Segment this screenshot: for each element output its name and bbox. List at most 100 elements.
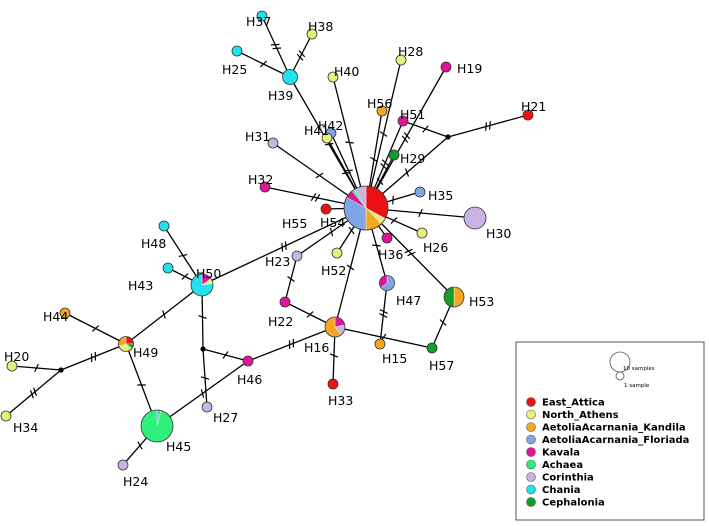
legend-items: East_AtticaNorth_AthensAetoliaAcarnania_… [526, 397, 689, 509]
haplotype-H44 [59, 307, 71, 319]
legend-swatch [526, 409, 536, 420]
legend-swatch [526, 459, 536, 470]
haplotype-H31 [267, 137, 279, 149]
mutation-tick [259, 60, 268, 68]
pie-slice [117, 459, 129, 471]
legend-swatch [526, 447, 536, 457]
mutation-tick [372, 244, 381, 247]
mutation-tick [379, 313, 388, 318]
haplotype-H38 [306, 28, 318, 40]
haplotype-H24 [117, 459, 129, 471]
haplotype-H28 [395, 54, 407, 66]
haplotype-label-H44: H44 [43, 309, 68, 324]
haplotype-H37 [256, 10, 268, 22]
mutation-tick [346, 264, 355, 271]
haplotype-label-H57: H57 [429, 358, 454, 373]
haplotype-label-H36: H36 [378, 247, 403, 262]
haplotype-label-H49: H49 [133, 345, 158, 360]
mutation-tick [200, 376, 210, 380]
legend-swatch [526, 484, 536, 495]
haplotype-H46 [242, 355, 254, 367]
haplotype-H40 [327, 71, 339, 83]
haplotype-label-H22: H22 [268, 314, 293, 329]
haplotype-label-H50: H50 [196, 266, 221, 281]
pie-slice [282, 69, 298, 85]
pie-slice [395, 54, 407, 66]
haplotype-label-H21: H21 [521, 99, 546, 114]
pie-slice [162, 262, 174, 274]
pie-slice [259, 181, 271, 193]
pie-slice [0, 410, 12, 422]
mutation-tick [392, 195, 394, 205]
haplotype-label-H51: H51 [400, 107, 425, 122]
haplotype-label-H20: H20 [4, 349, 29, 364]
pie-slice [267, 137, 279, 149]
haplotype-label-H26: H26 [423, 240, 448, 255]
mutation-tick [485, 122, 488, 131]
edge-H54-H19 [365, 66, 447, 209]
haplotype-label-H41: H41 [304, 123, 329, 138]
edge-H39-H38 [289, 33, 313, 78]
mutation-tick [284, 241, 287, 250]
mutation-tick [162, 310, 166, 319]
haplotype-label-H42: H42 [318, 118, 343, 133]
haplotype-H20 [6, 360, 18, 372]
haplotype-H15 [374, 338, 386, 350]
haplotype-H21 [522, 109, 534, 121]
pie-slice [374, 338, 386, 350]
haplotype-H55 [320, 203, 332, 215]
haplotype-label-H54: H54 [320, 215, 345, 230]
node-outline [118, 336, 134, 352]
legend-item: Achaea [526, 459, 583, 471]
haplotype-label-H25: H25 [222, 62, 247, 77]
mutation-tick [315, 172, 324, 179]
mutation-tick [376, 177, 384, 186]
haplotype-label-H19: H19 [457, 61, 482, 76]
haplotype-label-H29: H29 [400, 151, 425, 166]
legend-item: North_Athens [526, 409, 619, 421]
legend-swatch [526, 497, 536, 507]
haplotype-H41 [321, 132, 333, 144]
haplotype-H25 [231, 45, 243, 57]
mutation-tick [488, 121, 491, 130]
scale-small-label: 1 sample [624, 383, 650, 389]
mutation-tick [404, 248, 413, 254]
haplotype-H33 [327, 378, 339, 390]
haplotype-H39 [282, 69, 298, 85]
haplotype-H52 [331, 247, 343, 259]
network-nodes [0, 10, 534, 471]
pie-slice [279, 296, 291, 308]
haplotype-label-H35: H35 [428, 188, 453, 203]
mutation-tick [345, 141, 354, 144]
mutation-tick [379, 309, 388, 314]
legend-label: Kavala [542, 448, 580, 459]
haplotype-label-H28: H28 [398, 44, 423, 59]
median-vector [58, 367, 64, 373]
pie-slice [463, 206, 487, 230]
legend-label: Achaea [542, 460, 583, 471]
mutation-tick [381, 159, 389, 167]
pie-slice [6, 360, 18, 372]
mutation-tick [390, 217, 398, 224]
pie-slice [158, 220, 170, 232]
mutation-tick [29, 390, 34, 399]
legend-item: East_Attica [526, 397, 605, 409]
haplotype-label-H45: H45 [166, 439, 191, 454]
haplotype-label-H40: H40 [334, 64, 359, 79]
haplotype-H34 [0, 410, 12, 422]
haplotype-H27 [201, 401, 213, 413]
haplotype-label-H34: H34 [13, 420, 38, 435]
legend-label: East_Attica [542, 398, 605, 409]
haplotype-H47 [379, 275, 395, 291]
node-outline [379, 275, 395, 291]
pie-slice [414, 186, 426, 198]
haplotype-H49 [118, 336, 134, 352]
haplotype-H29 [388, 149, 400, 161]
edge-H47-H15 [379, 282, 388, 345]
mutation-tick [403, 132, 411, 140]
pie-slice [443, 286, 455, 308]
haplotype-H16 [324, 316, 346, 338]
scale-small-circle [615, 371, 625, 381]
edge-H54-H50 [201, 207, 367, 286]
